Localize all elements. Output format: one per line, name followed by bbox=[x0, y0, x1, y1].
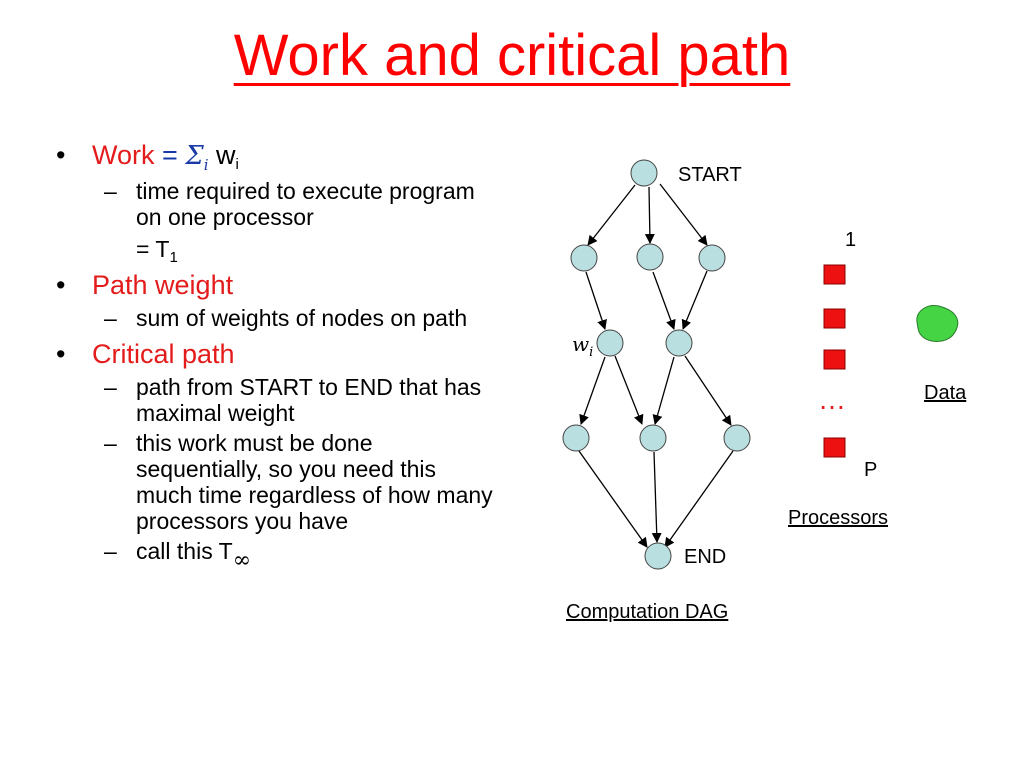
dag-node bbox=[636, 243, 664, 271]
processor-first-label: 1 bbox=[845, 229, 857, 251]
work-desc-item: – time required to execute program on on… bbox=[56, 178, 496, 230]
dag-end-label: END bbox=[684, 546, 727, 568]
processor-last-label: P bbox=[864, 459, 878, 481]
dash: – bbox=[104, 178, 117, 204]
work-eq-sub: 1 bbox=[169, 249, 178, 266]
dag-edge bbox=[614, 355, 644, 425]
dag-nodes bbox=[562, 159, 751, 570]
dag-node bbox=[562, 424, 590, 452]
dag-edge bbox=[664, 450, 734, 548]
bullet-dot: • bbox=[56, 339, 66, 369]
dash: – bbox=[104, 374, 117, 400]
dag-node-start bbox=[630, 159, 658, 187]
path-weight-desc-item: – sum of weights of nodes on path bbox=[56, 305, 496, 331]
dag-edge bbox=[587, 184, 636, 246]
critical-desc-item-1: – path from START to END that has maxima… bbox=[56, 374, 496, 426]
critical-desc-3-sub: ∞ bbox=[232, 548, 252, 573]
processor-square bbox=[823, 264, 846, 285]
dag-node bbox=[665, 329, 693, 357]
dag-edge bbox=[578, 450, 648, 548]
critical-desc-3-prefix: call this T bbox=[136, 538, 233, 564]
dag-edge bbox=[579, 356, 606, 425]
data-caption: Data bbox=[924, 382, 967, 404]
dag-edge bbox=[585, 271, 607, 330]
critical-desc-2: this work must be done sequentially, so … bbox=[136, 430, 493, 534]
bullet-work: • Work = Σi wi bbox=[56, 140, 496, 174]
dag-edge bbox=[681, 270, 708, 330]
dag-caption: Computation DAG bbox=[566, 601, 729, 623]
dag-edge bbox=[652, 356, 675, 425]
dag-edge bbox=[659, 183, 708, 246]
bullet-path-weight: • Path weight bbox=[56, 270, 496, 301]
processors-caption: Processors bbox=[788, 507, 889, 529]
processor-ellipsis: … bbox=[818, 384, 846, 415]
critical-desc-item-3: – call this T∞ bbox=[56, 538, 496, 574]
bullet-dot: • bbox=[56, 140, 66, 170]
critical-path-label: Critical path bbox=[92, 339, 235, 369]
dag-node bbox=[723, 424, 751, 452]
dag-node bbox=[570, 244, 598, 272]
path-weight-desc: sum of weights of nodes on path bbox=[136, 305, 468, 331]
data-blob-icon bbox=[916, 305, 959, 342]
processor-square bbox=[823, 349, 846, 370]
wi-sub: i bbox=[589, 345, 594, 360]
dag-edge bbox=[651, 451, 662, 543]
work-label: Work bbox=[92, 140, 155, 170]
processor-square bbox=[823, 437, 846, 458]
dash: – bbox=[104, 305, 117, 331]
work-sigma: Σ bbox=[185, 141, 204, 171]
work-equals: = bbox=[162, 140, 178, 170]
processor-squares bbox=[823, 264, 846, 458]
wi-w: w bbox=[572, 332, 590, 356]
dag-edge bbox=[684, 355, 732, 426]
critical-desc-item-2: – this work must be done sequentially, s… bbox=[56, 430, 496, 534]
bullet-dot: • bbox=[56, 270, 66, 300]
processor-square bbox=[823, 308, 846, 329]
work-w-sub: i bbox=[235, 156, 239, 173]
dag-node-wi bbox=[596, 329, 624, 357]
bullet-list: • Work = Σi wi – time required to execut… bbox=[56, 140, 496, 578]
dag-edge bbox=[644, 186, 655, 244]
work-equation: = T1 bbox=[56, 236, 496, 266]
work-desc: time required to execute program on one … bbox=[136, 178, 475, 230]
bullet-critical-path: • Critical path bbox=[56, 339, 496, 370]
dag-edge bbox=[652, 271, 676, 330]
slide-title: Work and critical path bbox=[233, 23, 791, 88]
work-w: w bbox=[216, 140, 236, 170]
dash: – bbox=[104, 430, 117, 456]
critical-desc-1: path from START to END that has maximal … bbox=[136, 374, 482, 426]
dag-node bbox=[698, 244, 726, 272]
dash: – bbox=[104, 538, 117, 564]
work-eq-prefix: = T bbox=[136, 236, 170, 262]
dag-node-wi-label: wi bbox=[572, 332, 593, 360]
work-sigma-sub: i bbox=[203, 156, 209, 174]
dag-start-label: START bbox=[678, 164, 742, 186]
path-weight-label: Path weight bbox=[92, 270, 234, 300]
dag-node bbox=[639, 424, 667, 452]
dag-edges bbox=[578, 183, 734, 548]
dag-node-end bbox=[644, 542, 672, 570]
